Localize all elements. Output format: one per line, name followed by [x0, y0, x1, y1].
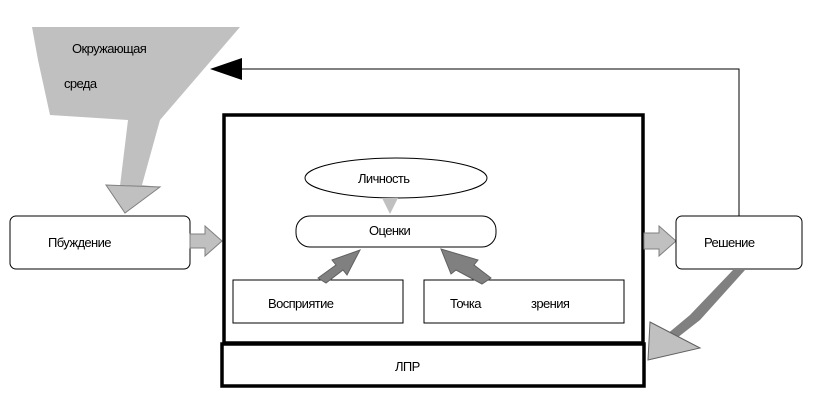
motive-label: Пбуждение: [48, 235, 111, 250]
viewpoint-label-word1: Точка: [450, 296, 482, 311]
assessments-label: Оценки: [369, 223, 411, 238]
feedback-arrowhead: [210, 58, 242, 80]
dm-box: [220, 342, 646, 388]
environment-label-line1: Окружающая: [72, 41, 147, 56]
personality-label: Личность: [358, 171, 410, 186]
perception-label: Восприятие: [268, 296, 334, 311]
environment-label-line2: среда: [64, 76, 98, 91]
feedback-line: [242, 68, 740, 217]
decision-to-dm-arrow-shaft: [660, 270, 745, 345]
dm-label: ЛПР: [395, 359, 420, 374]
perception-box: [232, 279, 404, 324]
environment-arrow-tip: [105, 184, 162, 214]
personality-to-assessments-arrow: [382, 198, 398, 214]
decision-label: Решение: [704, 235, 755, 250]
environment-funnel-shape: [32, 27, 240, 213]
viewpoint-box: [423, 279, 625, 324]
box-to-decision-arrow: [643, 224, 677, 258]
assessments-box: [295, 215, 497, 248]
decision-to-dm-arrowhead: [647, 321, 702, 361]
viewpoint-to-assessments-arrow: [440, 248, 492, 285]
perception-to-assessments-arrow: [317, 249, 362, 284]
viewpoint-label-word2: зрения: [531, 296, 570, 311]
decision-box: [675, 215, 803, 270]
motive-to-box-arrow: [189, 224, 223, 258]
